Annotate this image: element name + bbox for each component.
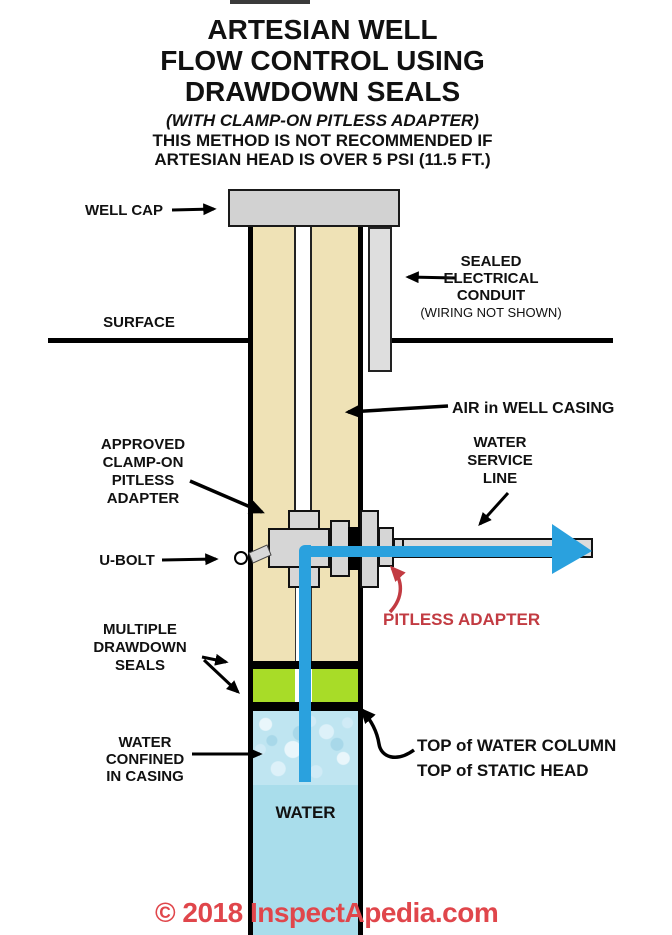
water-label: WATER <box>275 803 336 822</box>
electrical-conduit <box>368 227 392 372</box>
air-in-casing-label: AIR in WELL CASING <box>452 400 615 417</box>
arrow-seals-upper <box>201 653 229 666</box>
pitless-adapter-label: PITLESS ADAPTER <box>383 610 541 629</box>
well-cap <box>228 189 400 227</box>
page-title-line1: ARTESIAN WELL <box>207 14 438 45</box>
top-static-head-label: TOP of STATIC HEAD <box>417 761 589 780</box>
arrow-well-cap <box>171 203 217 216</box>
water-flow-arrowhead <box>552 524 592 574</box>
top-water-column-label: TOP of WATER COLUMN <box>417 736 617 755</box>
vent-pipe-upper <box>294 227 312 510</box>
page-title-line2: FLOW CONTROL USING <box>160 45 485 76</box>
surface-label: SURFACE <box>103 314 175 331</box>
arrow-approved-adapter <box>189 479 265 514</box>
arrow-conduit <box>405 271 457 284</box>
conduit-note-label: (WIRING NOT SHOWN) <box>420 305 562 320</box>
u-bolt-ring <box>234 551 248 565</box>
arrow-u-bolt <box>161 553 219 566</box>
copyright-text: © 2018 InspectApedia.com <box>155 897 499 928</box>
arrow-water-service <box>478 491 510 527</box>
header: ARTESIAN WELL FLOW CONTROL USING DRAWDOW… <box>0 14 645 169</box>
water-pipe-horizontal <box>302 546 560 557</box>
arrow-air-in-casing <box>344 404 449 419</box>
well-cap-label: WELL CAP <box>84 202 164 219</box>
arrow-seals-lower <box>202 658 240 694</box>
arrow-top-of-water <box>359 707 416 759</box>
page-title-line3: DRAWDOWN SEALS <box>184 76 461 107</box>
top-crop-bar <box>230 0 310 4</box>
approved-adapter-label: APPROVED CLAMP-ON PITLESS ADAPTER <box>100 436 186 507</box>
casing-left-wall <box>248 227 253 935</box>
water-pipe-vertical <box>299 545 311 782</box>
water-column-flat <box>253 785 358 935</box>
surface-line-left <box>48 338 248 343</box>
drawdown-seals-label: MULTIPLE DRAWDOWN SEALS <box>93 621 187 674</box>
water-service-label: WATER SERVICE LINE <box>467 434 533 487</box>
warning-line1: THIS METHOD IS NOT RECOMMENDED IF <box>152 131 493 150</box>
arrow-pitless-adapter <box>388 565 406 614</box>
conduit-label: SEALED ELECTRICAL CONDUIT <box>443 253 539 304</box>
u-bolt-shaft <box>248 544 272 564</box>
surface-line-right <box>392 338 613 343</box>
u-bolt-label: U-BOLT <box>99 552 155 569</box>
warning-line2: ARTESIAN HEAD IS OVER 5 PSI (11.5 FT.) <box>154 150 491 169</box>
page-subtitle: (WITH CLAMP-ON PITLESS ADAPTER) <box>166 111 479 130</box>
water-confined-label: WATER CONFINED IN CASING <box>105 734 185 785</box>
